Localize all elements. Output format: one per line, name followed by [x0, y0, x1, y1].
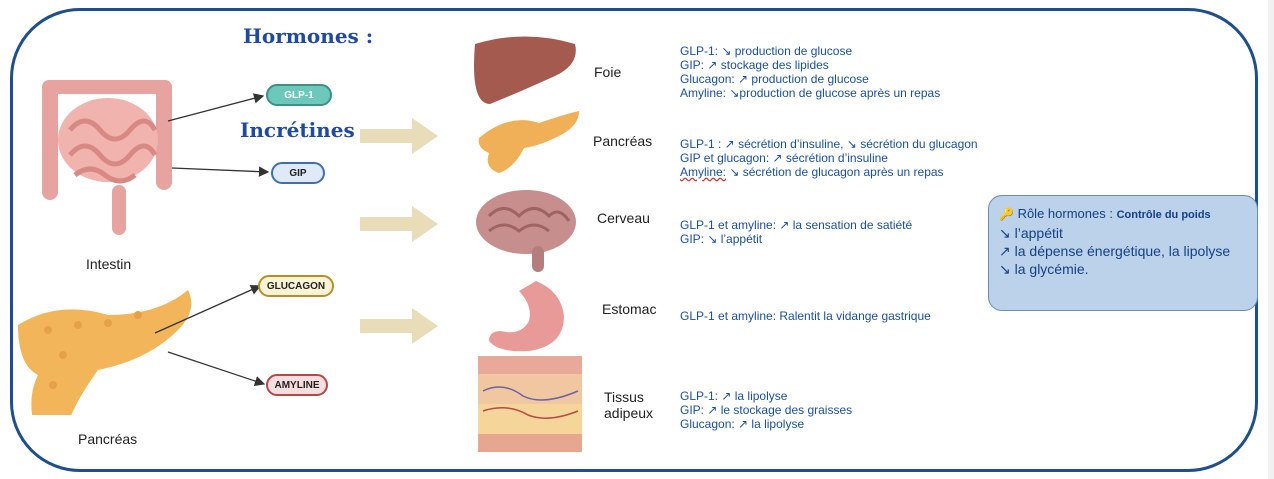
effects-foie: GLP-1: ↘ production de glucose GIP: ↗ st…: [680, 44, 940, 100]
organ-label-tissus: Tissus adipeux: [604, 389, 653, 421]
organ-label-estomac: Estomac: [602, 301, 656, 317]
effect-pancreas-3-prefix: Amyline:: [680, 165, 726, 179]
flow-arrow-1: [360, 118, 440, 154]
organ-label-tissus-line2: adipeux: [604, 405, 653, 421]
pill-amyline: AMYLINE: [266, 374, 328, 396]
organ-label-foie: Foie: [594, 64, 621, 80]
role-line-3: ↘ la glycémie.: [999, 260, 1247, 278]
effect-foie-1: GLP-1: ↘ production de glucose: [680, 44, 940, 58]
role-line-2: ↗ la dépense énergétique, la lipolyse: [999, 242, 1247, 260]
role-line-1: ↘ l’appétit: [999, 224, 1247, 242]
effects-pancreas: GLP-1 : ↗ sécrétion d’insuline, ↘ sécrét…: [680, 137, 978, 179]
role-title-text: Rôle hormones :: [1014, 206, 1117, 221]
effect-pancreas-1: GLP-1 : ↗ sécrétion d’insuline, ↘ sécrét…: [680, 137, 978, 151]
effect-foie-2: GIP: ↗ stockage des lipides: [680, 58, 940, 72]
key-icon: 🔑: [999, 207, 1014, 221]
effects-estomac: GLP-1 et amyline: Ralentit la vidange ga…: [680, 309, 931, 323]
effect-foie-4: Amyline: ↘production de glucose après un…: [680, 86, 940, 100]
pill-gip: GIP: [271, 162, 325, 184]
organ-label-pancreas: Pancréas: [593, 133, 652, 149]
flow-arrow-2: [360, 206, 440, 242]
effect-tissus-2: GIP: ↗ le stockage des graisses: [680, 403, 852, 417]
adipose-tissue-illustration: [478, 356, 582, 452]
flow-arrow-3: [360, 308, 440, 344]
effect-tissus-1: GLP-1: ↗ la lipolyse: [680, 389, 852, 403]
role-title: 🔑 Rôle hormones : Contrôle du poids: [999, 204, 1247, 224]
pill-glucagon: GLUCAGON: [258, 275, 334, 297]
effect-foie-3: Glucagon: ↗ production de glucose: [680, 72, 940, 86]
stomach-illustration: [486, 276, 576, 356]
liver-illustration: [470, 34, 580, 104]
role-hormones-box: 🔑 Rôle hormones : Contrôle du poids ↘ l’…: [988, 195, 1258, 311]
pill-glp1: GLP-1: [266, 84, 332, 106]
role-title-strong: Contrôle du poids: [1117, 209, 1211, 221]
effect-pancreas-3-text: ↘ sécrétion de glucagon après un repas: [726, 165, 944, 179]
effect-cerveau-1: GLP-1 et amyline: ↗ la sensation de sati…: [680, 218, 912, 232]
organ-label-cerveau: Cerveau: [597, 210, 650, 226]
effect-tissus-3: Glucagon: ↗ la lipolyse: [680, 417, 852, 431]
effect-pancreas-2: GIP et glucagon: ↗ sécrétion d’insuline: [680, 151, 978, 165]
effect-cerveau-2: GIP: ↘ l’appétit: [680, 232, 912, 246]
effects-cerveau: GLP-1 et amyline: ↗ la sensation de sati…: [680, 218, 912, 246]
effect-pancreas-3: Amyline: ↘ sécrétion de glucagon après u…: [680, 165, 978, 179]
effects-tissus: GLP-1: ↗ la lipolyse GIP: ↗ le stockage …: [680, 389, 852, 431]
brain-illustration: [474, 186, 584, 276]
pancreas-illustration: [474, 108, 584, 178]
organ-label-tissus-line1: Tissus: [604, 389, 653, 405]
effect-estomac-1: GLP-1 et amyline: Ralentit la vidange ga…: [680, 309, 931, 323]
